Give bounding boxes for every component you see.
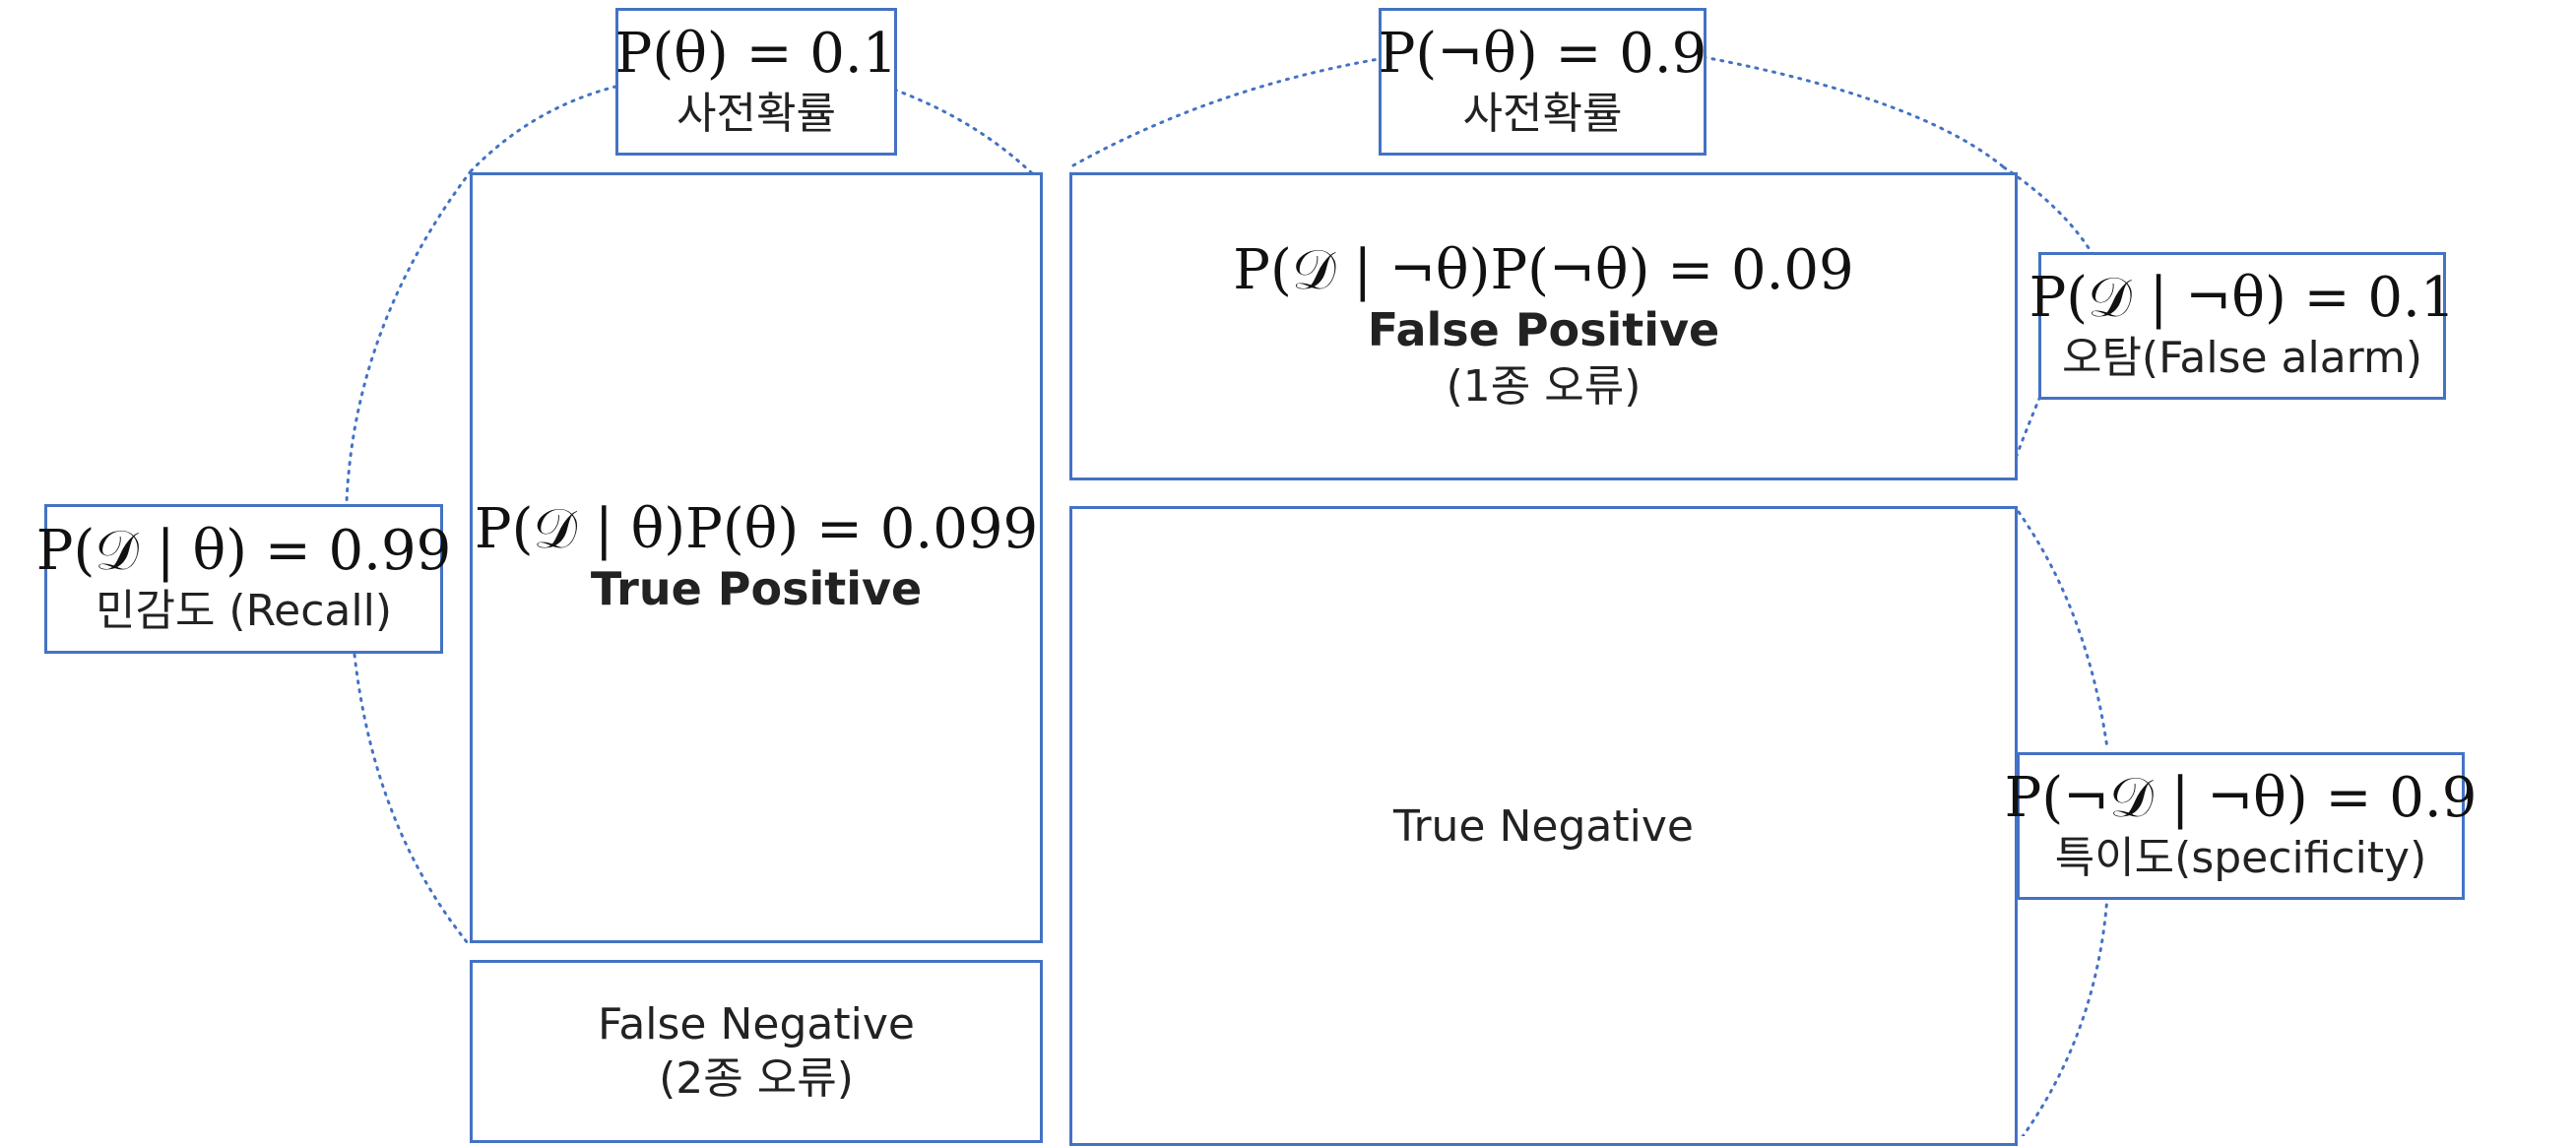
false-negative-sublabel: (2종 오류)	[659, 1053, 854, 1104]
prior-not-theta-label: 사전확률	[1462, 88, 1623, 139]
false-alarm-box: P(𝒟 | ¬θ) = 0.1 오탐(False alarm)	[2029, 252, 2455, 400]
specificity-label: 특이도(specificity)	[2054, 832, 2427, 883]
false-negative-label: False Negative	[598, 999, 915, 1050]
true-negative-label: True Negative	[1393, 800, 1694, 852]
arc-right-top-left	[1071, 57, 1381, 167]
prior-not-theta-box: P(¬θ) = 0.9 사전확률	[1379, 8, 1707, 156]
false-negative-box: False Negative (2종 오류)	[470, 960, 1043, 1143]
arc-right-lower	[2017, 510, 2109, 750]
prior-theta-label: 사전확률	[676, 88, 836, 139]
true-positive-formula: P(𝒟 | θ)P(θ) = 0.099	[474, 496, 1039, 561]
sensitivity-label: 민감도 (Recall)	[95, 585, 393, 636]
arc-left-top	[469, 85, 617, 173]
true-negative-box: True Negative	[1069, 506, 2018, 1146]
specificity-formula: P(¬𝒟 | ¬θ) = 0.9	[2004, 766, 2478, 831]
false-positive-box: P(𝒟 | ¬θ)P(¬θ) = 0.09 False Positive (1종…	[1069, 172, 2018, 480]
sensitivity-box: P(𝒟 | θ) = 0.99 민감도 (Recall)	[36, 504, 451, 654]
true-positive-label: True Positive	[590, 561, 923, 615]
true-positive-box: P(𝒟 | θ)P(θ) = 0.099 True Positive	[470, 172, 1043, 943]
specificity-box: P(¬𝒟 | ¬θ) = 0.9 특이도(specificity)	[2005, 752, 2477, 900]
prior-theta-formula: P(θ) = 0.1	[614, 22, 898, 87]
prior-not-theta-formula: P(¬θ) = 0.9	[1378, 22, 1707, 87]
arc-right-bottom	[2021, 894, 2109, 1136]
prior-theta-box: P(θ) = 0.1 사전확률	[615, 8, 897, 156]
false-positive-sublabel: (1종 오류)	[1446, 360, 1642, 412]
arc-left-lower	[353, 653, 470, 945]
arc-left-upper	[345, 169, 473, 504]
arc-right-top-right	[1702, 55, 2006, 169]
arc-left-top-right	[884, 85, 1036, 177]
false-positive-label: False Positive	[1367, 303, 1720, 357]
false-alarm-label: 오탐(False alarm)	[2061, 332, 2423, 383]
sensitivity-formula: P(𝒟 | θ) = 0.99	[35, 519, 452, 584]
false-alarm-formula: P(𝒟 | ¬θ) = 0.1	[2029, 266, 2456, 331]
false-positive-formula: P(𝒟 | ¬θ)P(¬θ) = 0.09	[1233, 238, 1854, 303]
